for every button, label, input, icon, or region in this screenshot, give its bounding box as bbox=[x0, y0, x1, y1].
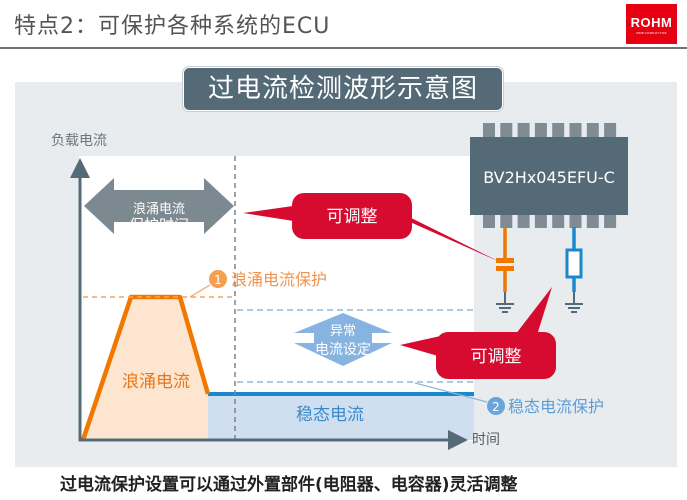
surge-protection-leader bbox=[189, 284, 211, 298]
chip-pins-top bbox=[483, 123, 617, 138]
chip-pin-bottom bbox=[586, 214, 599, 228]
steady-current-area bbox=[207, 394, 474, 440]
chip-pin-bottom bbox=[569, 214, 582, 228]
slide-title: 特点2：可保护各种系统的ECU bbox=[14, 14, 331, 39]
steady-protection-leader bbox=[414, 382, 488, 403]
callout-1-pointer-left bbox=[243, 205, 300, 222]
abnormal-setting-line1: 异常 bbox=[330, 324, 356, 339]
capacitor-plate-bottom bbox=[496, 266, 514, 271]
callout-2-label: 可调整 bbox=[471, 347, 522, 367]
slide-caption: 过电流保护设置可以通过外置部件(电阻器、电容器)灵活调整 bbox=[60, 475, 518, 495]
surge-current-label: 浪涌电流 bbox=[122, 372, 190, 392]
abnormal-setting-line2: 电流设定 bbox=[315, 342, 371, 358]
chip-pin-top bbox=[569, 123, 582, 138]
chip-pin-bottom bbox=[517, 214, 530, 228]
ic-chip-body bbox=[470, 137, 628, 215]
steady-protection-badge bbox=[487, 397, 505, 415]
title-divider bbox=[0, 47, 687, 49]
y-axis-arrow-icon bbox=[70, 158, 90, 178]
surge-current-area bbox=[83, 297, 208, 440]
chip-pin-top bbox=[500, 123, 513, 138]
surge-protection-label: 浪涌电流保护 bbox=[231, 270, 327, 289]
chip-pin-bottom bbox=[483, 214, 495, 228]
callout-2-pointer-left bbox=[400, 335, 445, 358]
chip-pin-top bbox=[586, 123, 599, 138]
logo-brand: ROHM bbox=[630, 15, 673, 30]
ground-icon-1 bbox=[496, 292, 514, 313]
callout-2-box bbox=[436, 332, 556, 379]
ic-part-number: BV2Hx045EFU-C bbox=[483, 168, 615, 187]
callout-2-pointer-right bbox=[515, 287, 552, 335]
chip-pin-top bbox=[552, 123, 565, 138]
rohm-logo: ROHM SEMICONDUCTOR bbox=[626, 4, 677, 44]
chip-pin-top bbox=[517, 123, 530, 138]
protect-time-double-arrow-icon bbox=[84, 178, 234, 234]
steady-protection-number: 2 bbox=[492, 400, 500, 414]
surge-protection-number: 1 bbox=[214, 273, 222, 287]
chip-pin-bottom bbox=[534, 214, 547, 228]
abnormal-setting-arrow-icon bbox=[294, 313, 392, 366]
chip-pin-top bbox=[534, 123, 547, 138]
chip-pin-bottom bbox=[604, 214, 617, 228]
resistor-body bbox=[565, 248, 583, 279]
steady-current-label: 稳态电流 bbox=[296, 405, 364, 425]
diagram-title: 过电流检测波形示意图 bbox=[183, 67, 503, 111]
protect-time-line2: 保护时间 bbox=[129, 216, 189, 234]
callout-1-pointer-right bbox=[395, 210, 500, 262]
steady-protection-label: 稳态电流保护 bbox=[508, 397, 604, 416]
chip-pins-bottom bbox=[483, 214, 617, 228]
callout-1-label: 可调整 bbox=[327, 207, 378, 227]
chip-pin-bottom bbox=[500, 214, 513, 228]
chip-pin-top bbox=[604, 123, 617, 138]
capacitor-plate-top bbox=[496, 258, 514, 263]
logo-subtitle: SEMICONDUCTOR bbox=[636, 31, 667, 35]
ground-icon-2 bbox=[565, 292, 583, 313]
chip-pin-top bbox=[483, 123, 495, 138]
y-axis-label: 负载电流 bbox=[51, 133, 107, 149]
chip-pin-bottom bbox=[552, 214, 565, 228]
surge-protection-badge bbox=[209, 270, 227, 288]
x-axis-arrow-icon bbox=[448, 430, 468, 450]
callout-1-box bbox=[292, 193, 412, 239]
x-axis-label: 时间 bbox=[472, 432, 500, 448]
protect-time-line1: 浪涌电流 bbox=[133, 202, 185, 217]
